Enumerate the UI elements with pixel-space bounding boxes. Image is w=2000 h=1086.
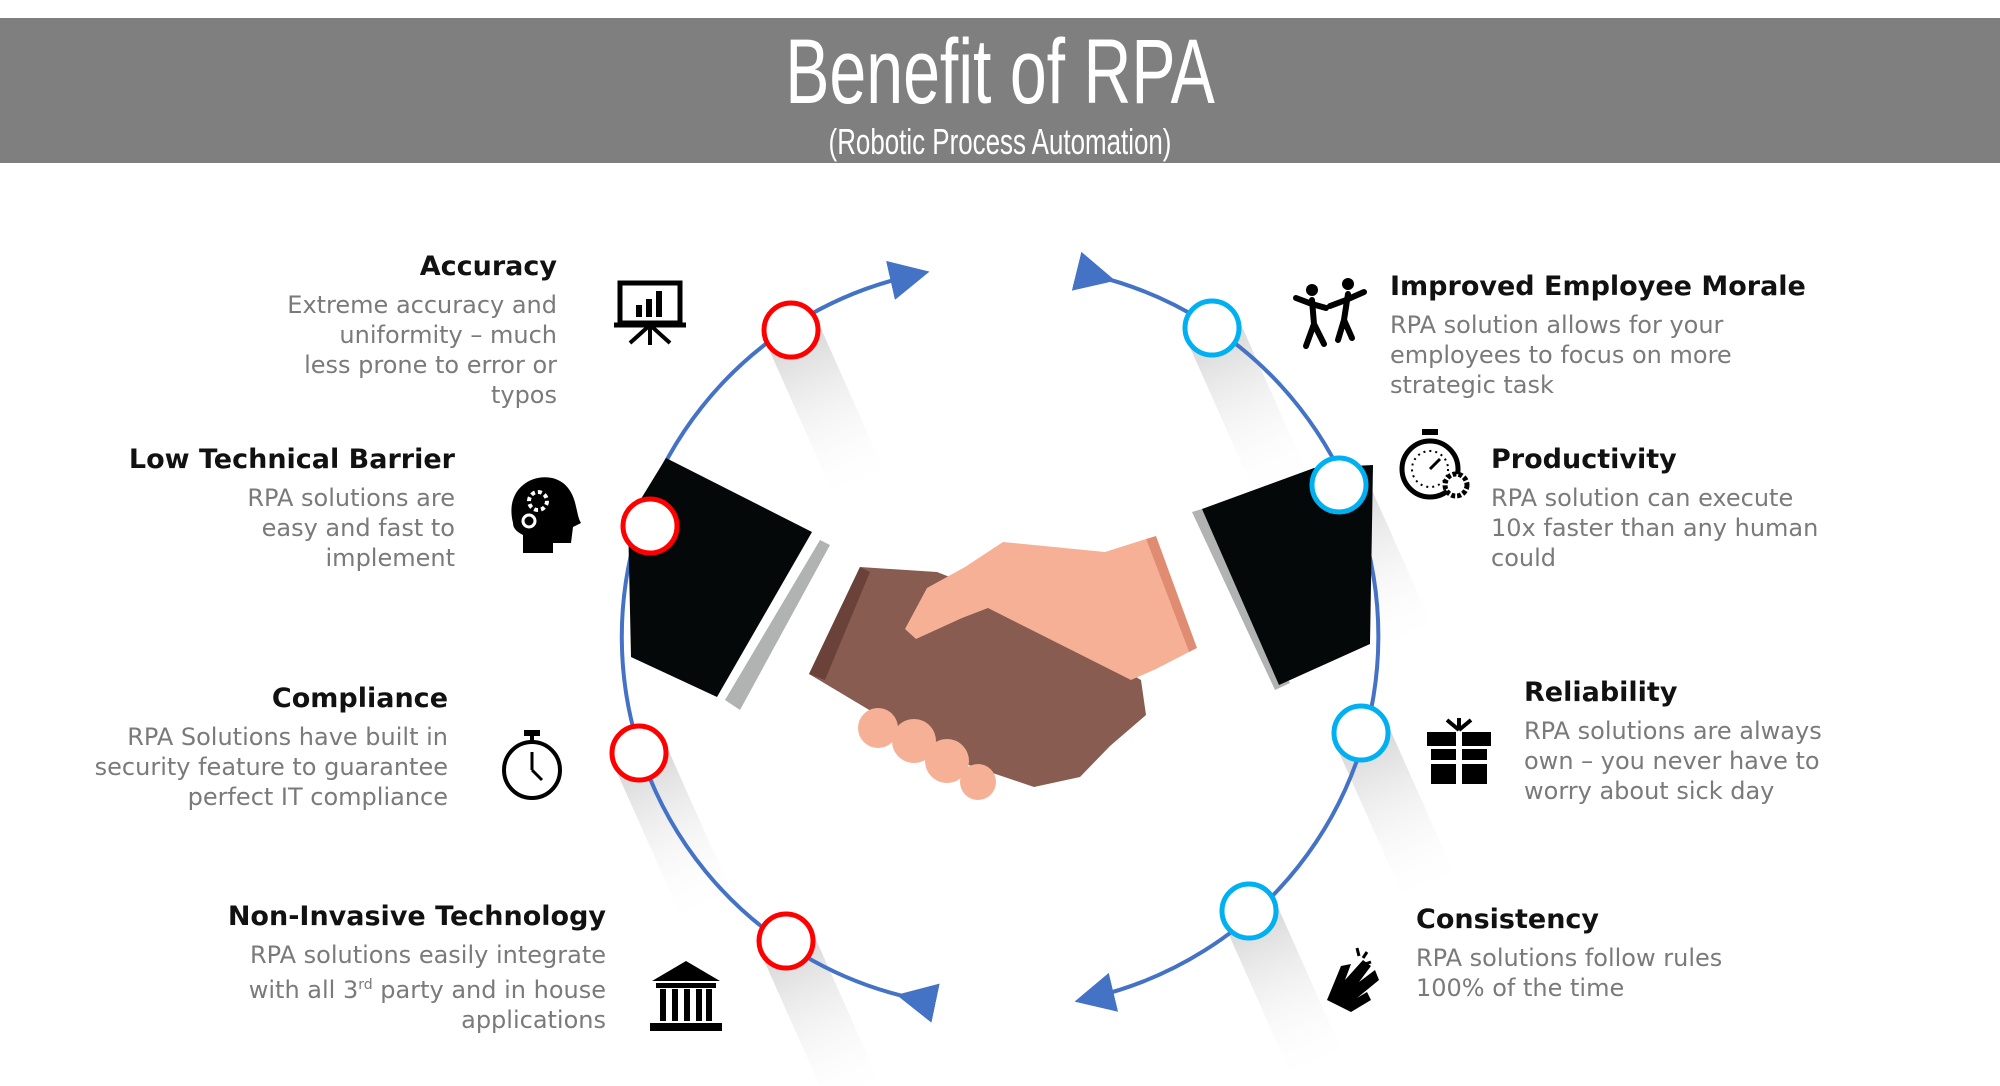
- benefit-compliance: Compliance RPA Solutions have built in s…: [8, 682, 448, 812]
- node-accuracy: [761, 300, 821, 360]
- node-compliance: [609, 723, 669, 783]
- page-title: Benefit of RPA: [785, 21, 1215, 123]
- node-consistency: [1219, 881, 1279, 941]
- benefit-title: Productivity: [1491, 444, 1677, 475]
- benefit-description: RPA solutions are easy and fast to imple…: [247, 484, 455, 572]
- benefit-non-invasive-technology: Non-Invasive Technology RPA solutions ea…: [166, 900, 606, 1035]
- desc-text: RPA solutions easily integrate with all …: [248, 941, 606, 1004]
- clapping-hands-icon: [1327, 947, 1379, 1012]
- desc-superscript: rd: [358, 977, 373, 993]
- presentation-chart-icon: [614, 280, 686, 345]
- benefit-improved-employee-morale: Improved Employee Morale RPA solution al…: [1390, 270, 1810, 400]
- benefit-description: RPA Solutions have built in security fea…: [94, 723, 448, 811]
- benefit-title: Low Technical Barrier: [128, 444, 455, 475]
- benefit-title: Accuracy: [419, 251, 557, 282]
- handshake-illustration: [628, 458, 1373, 800]
- node-morale: [1182, 298, 1242, 358]
- benefit-reliability: Reliability RPA solutions are always own…: [1524, 676, 1884, 806]
- benefit-description: RPA solution allows for your employees t…: [1390, 311, 1732, 399]
- benefit-description: RPA solutions are always own – you never…: [1524, 717, 1822, 805]
- gift-icon: [1427, 718, 1491, 784]
- benefit-low-technical-barrier: Low Technical Barrier RPA solutions are …: [15, 443, 455, 573]
- header-banner: [0, 18, 2000, 163]
- benefit-description: RPA solution can execute 10x faster than…: [1491, 484, 1819, 572]
- benefit-productivity: Productivity RPA solution can execute 10…: [1491, 443, 1851, 573]
- benefit-title: Improved Employee Morale: [1390, 271, 1806, 302]
- benefit-description: RPA solutions follow rules 100% of the t…: [1416, 944, 1723, 1002]
- stopwatch-gear-icon: [1399, 429, 1470, 500]
- desc-text: party and in house applications: [372, 976, 606, 1034]
- benefit-description: RPA solutions easily integrate with all …: [246, 940, 606, 1035]
- node-non-invasive: [756, 911, 816, 971]
- node-reliability: [1331, 703, 1391, 763]
- benefit-description: Extreme accuracy and uniformity – much l…: [287, 291, 557, 409]
- head-gears-icon: [511, 477, 581, 553]
- node-low-technical-barrier: [620, 496, 680, 556]
- benefit-title: Consistency: [1416, 904, 1600, 935]
- dancing-people-icon: [1293, 278, 1367, 349]
- benefit-accuracy: Accuracy Extreme accuracy and uniformity…: [117, 250, 557, 410]
- page-subtitle: (Robotic Process Automation): [828, 121, 1172, 162]
- benefit-title: Compliance: [271, 683, 448, 714]
- node-productivity: [1309, 455, 1369, 515]
- benefit-consistency: Consistency RPA solutions follow rules 1…: [1416, 903, 1776, 1003]
- bank-icon: [650, 961, 722, 1031]
- benefit-title: Non-Invasive Technology: [227, 901, 606, 932]
- benefit-title: Reliability: [1524, 677, 1678, 708]
- stopwatch-icon: [502, 730, 562, 800]
